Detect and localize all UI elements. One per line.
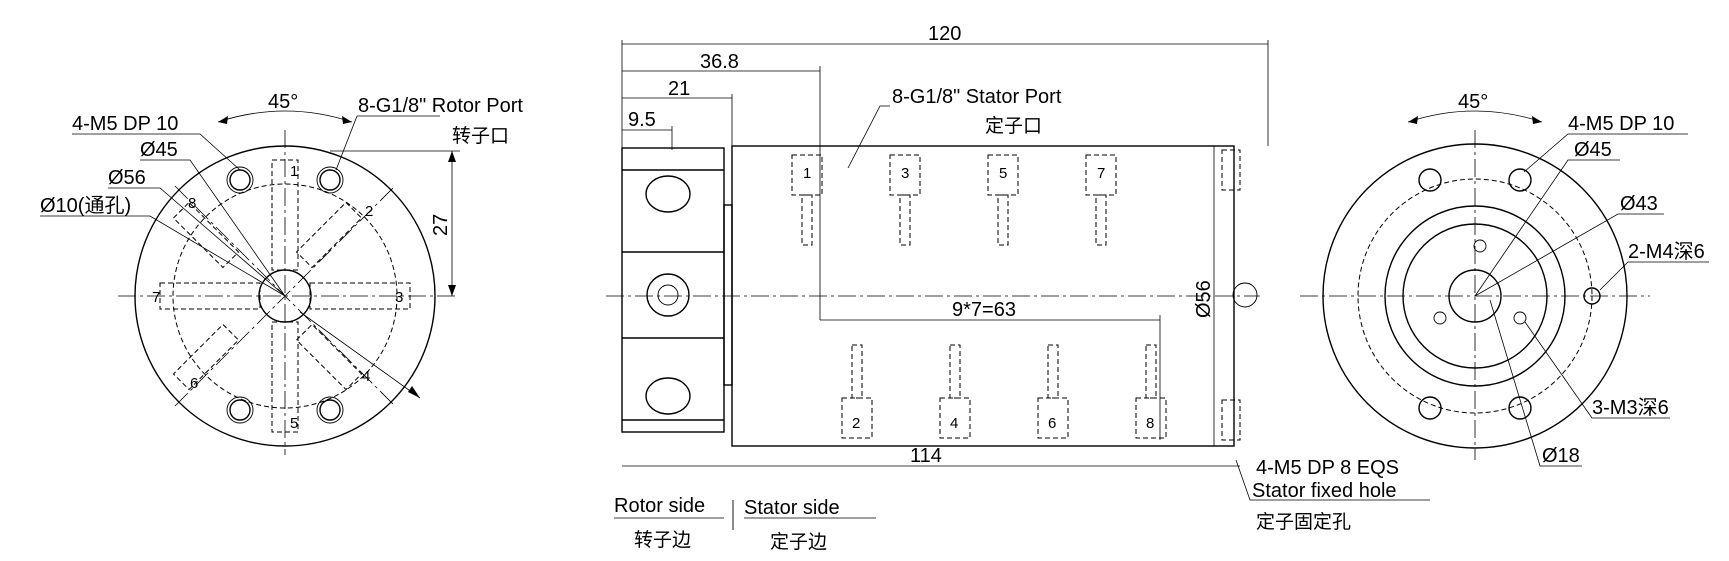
stator-port-6: 6: [1048, 415, 1056, 432]
dim-36-8: 36.8: [700, 51, 739, 73]
right-angle: 45°: [1458, 91, 1488, 113]
left-port-5: 5: [290, 415, 298, 432]
stator-port-7: 7: [1097, 165, 1105, 182]
stator-side-label: Stator side: [744, 497, 840, 519]
stator-port-8: 8: [1146, 415, 1154, 432]
left-end-view: 1 2 3 4 5 6 7 8 45° 4-M5 DP 10 Ø45 Ø56 Ø…: [40, 91, 523, 455]
left-port-8: 8: [188, 195, 196, 212]
left-port-4: 4: [362, 368, 370, 385]
left-d10-label: Ø10(通孔): [40, 194, 131, 217]
right-m4-label: 2-M4深6: [1628, 240, 1705, 263]
left-d56-label: Ø56: [108, 167, 146, 189]
stator-port-5: 5: [999, 165, 1007, 182]
stator-port-4: 4: [950, 415, 958, 432]
dim-120: 120: [928, 23, 961, 45]
right-d43-label: Ø43: [1620, 193, 1658, 215]
fixed-hole-cn: 定子固定孔: [1256, 511, 1351, 533]
dim-21: 21: [668, 78, 690, 100]
stator-port-label: 8-G1/8" Stator Port: [892, 86, 1062, 108]
stator-port-cn: 定子口: [985, 115, 1042, 137]
left-port-3: 3: [395, 289, 403, 306]
dim-pitch: 9*7=63: [952, 299, 1016, 321]
fixed-hole-label: Stator fixed hole: [1252, 480, 1397, 502]
left-m5-label: 4-M5 DP 10: [72, 113, 178, 135]
stator-port-2: 2: [852, 415, 860, 432]
left-port-7: 7: [152, 289, 160, 306]
left-dim-27: 27: [430, 214, 452, 236]
dim-9-5: 9.5: [628, 109, 656, 131]
right-end-view: 45° 4-M5 DP 10 Ø45 Ø43 2-M4深6 3-M3深6 Ø18: [1300, 91, 1709, 467]
right-m3-label: 3-M3深6: [1592, 396, 1669, 419]
left-rotor-port-cn: 转子口: [452, 125, 509, 147]
stator-bottom-ports: [841, 344, 1167, 439]
right-d18-label: Ø18: [1542, 445, 1580, 467]
stator-port-1: 1: [803, 165, 811, 182]
rotor-side-cn: 转子边: [634, 529, 691, 551]
stator-side-cn: 定子边: [770, 531, 827, 553]
right-m5-label: 4-M5 DP 10: [1568, 113, 1674, 135]
left-port-6: 6: [190, 375, 198, 392]
right-d45-label: Ø45: [1574, 139, 1612, 161]
left-angle: 45°: [268, 91, 298, 113]
fixed-hole-spec: 4-M5 DP 8 EQS: [1256, 457, 1399, 479]
left-port-2: 2: [365, 203, 373, 220]
left-port-1: 1: [290, 163, 298, 180]
stator-port-3: 3: [901, 165, 909, 182]
left-rotor-port-label: 8-G1/8" Rotor Port: [358, 95, 523, 117]
dim-114: 114: [910, 445, 942, 467]
front-view: 1 3 5 7 2 4 6 8 120 36.8 21 9.5 8-G1/8" …: [606, 23, 1430, 553]
rotor-side-label: Rotor side: [614, 495, 705, 517]
dim-dia56: Ø56: [1193, 280, 1215, 318]
stator-top-ports: [791, 154, 1117, 246]
left-d45-label: Ø45: [140, 139, 178, 161]
